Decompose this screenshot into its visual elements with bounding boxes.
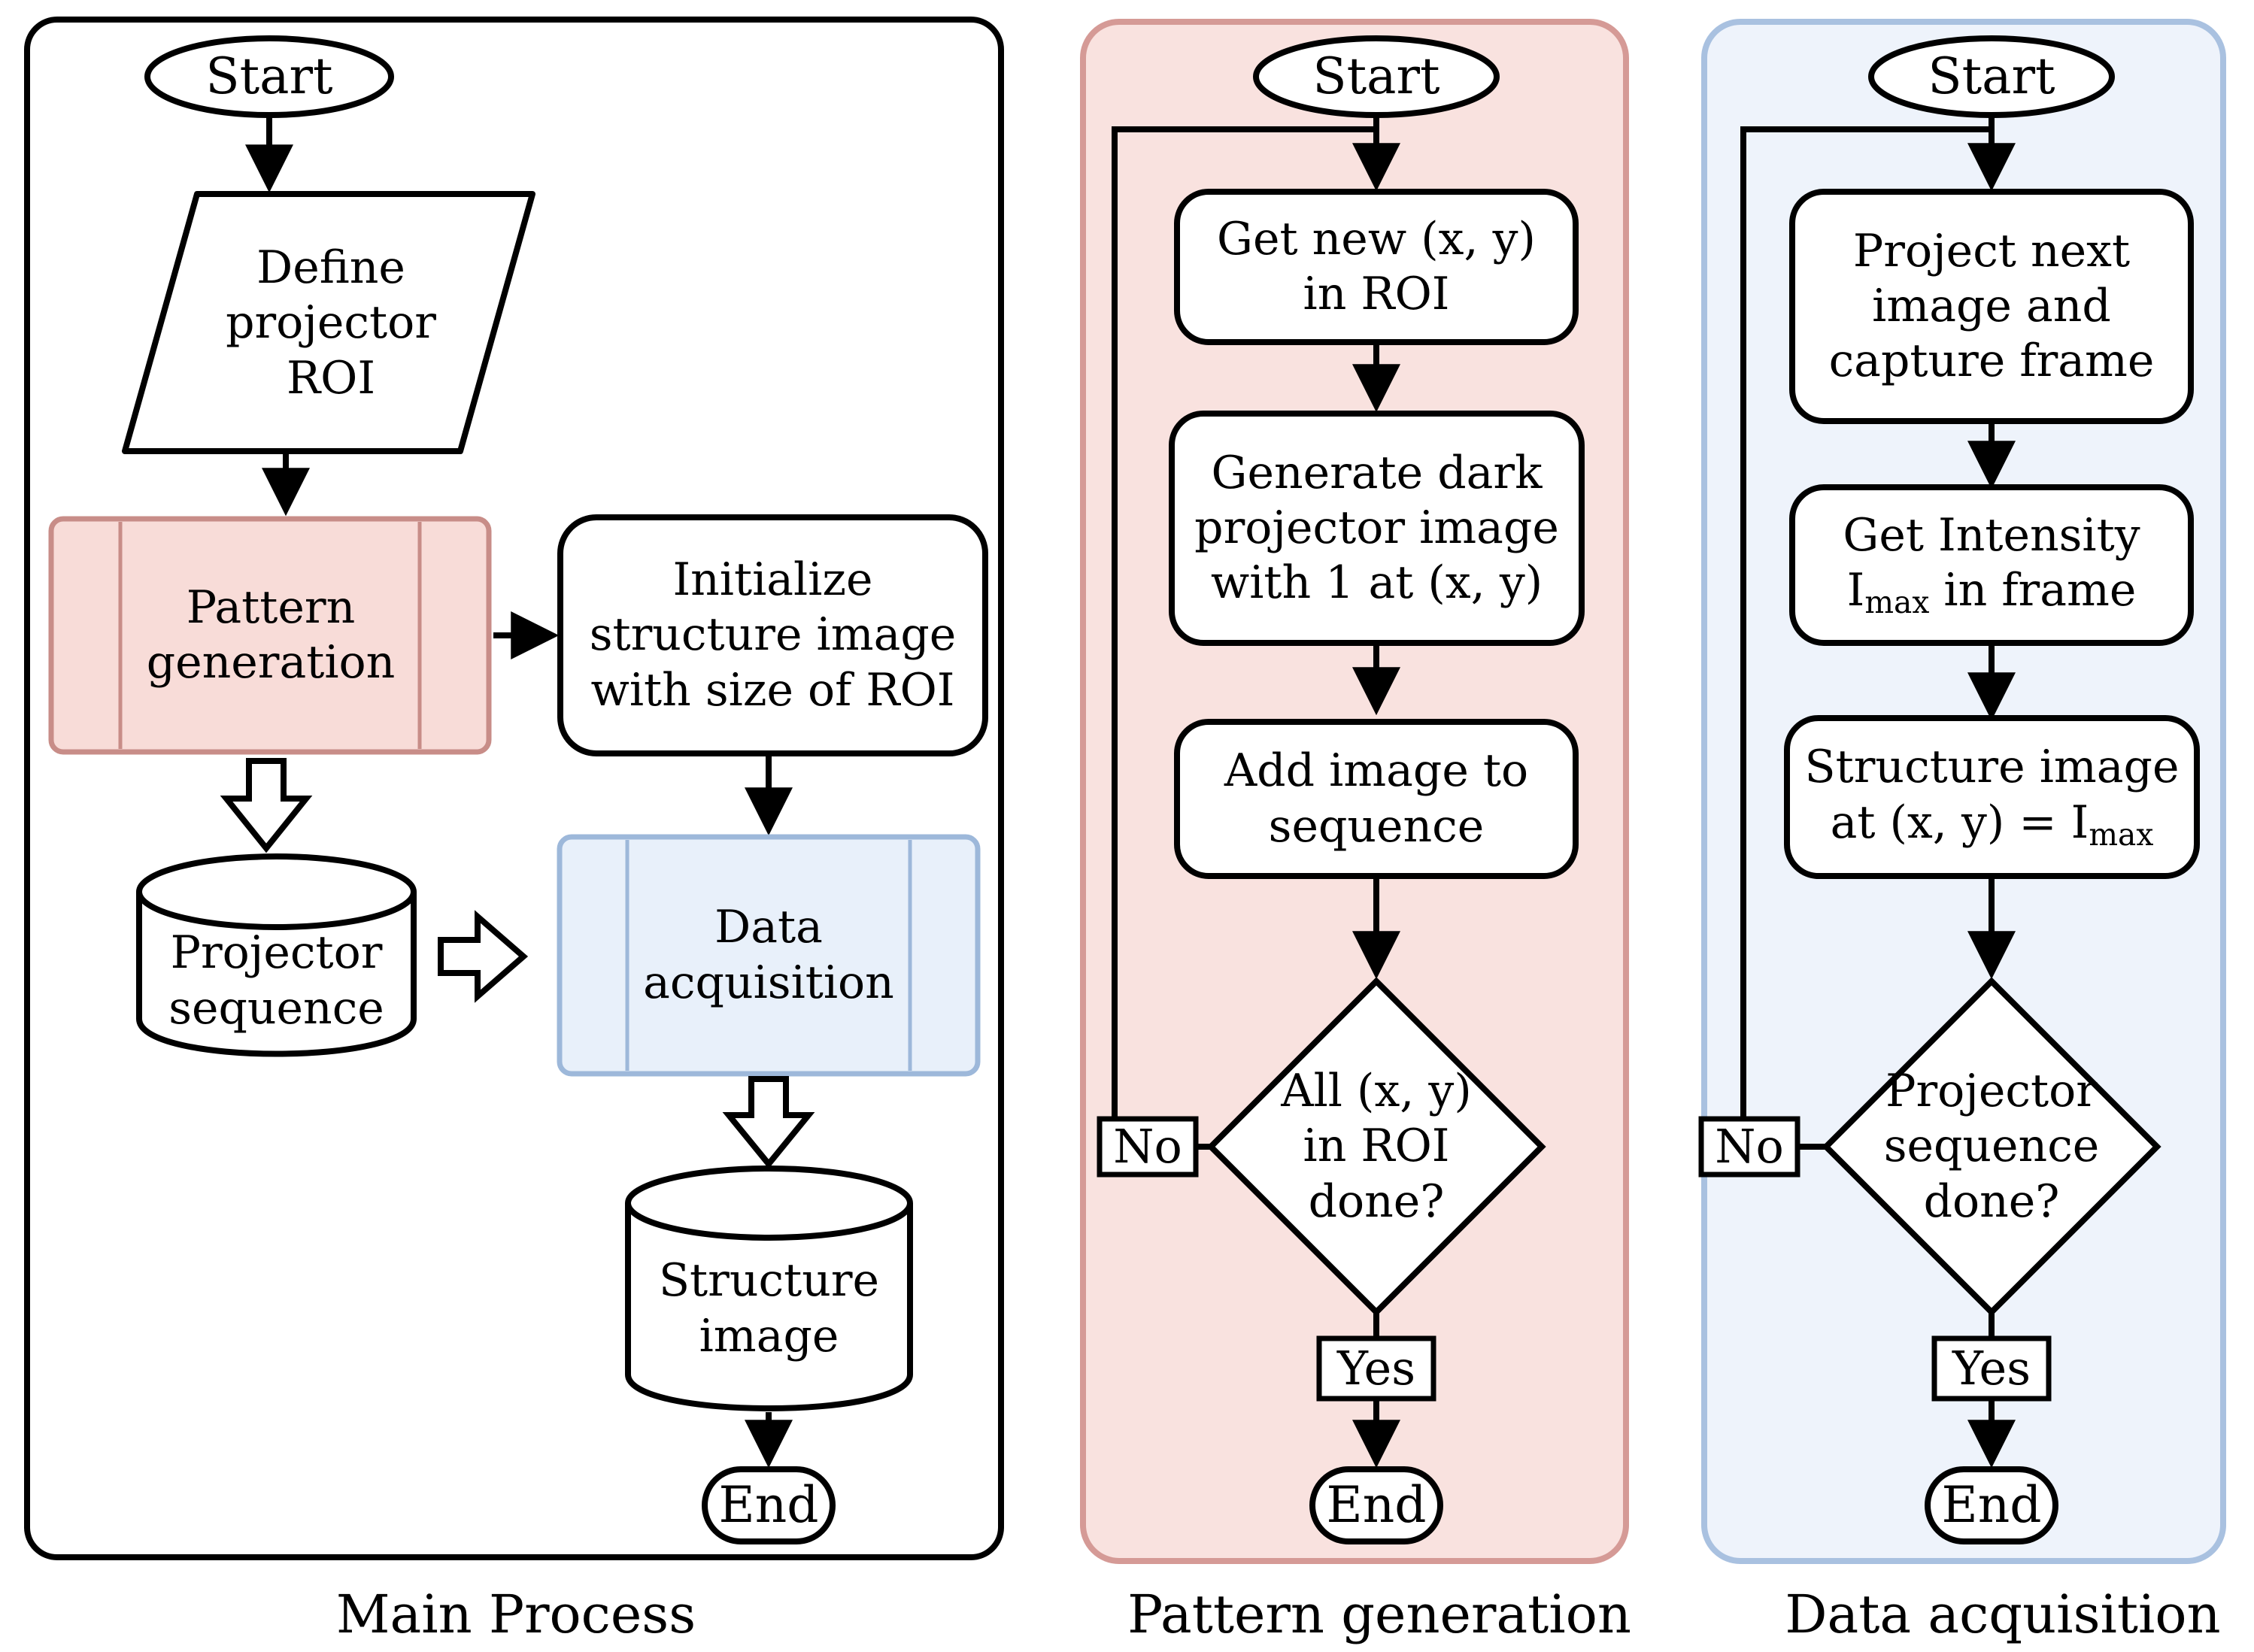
acquisition-no-box	[1698, 1116, 1800, 1178]
acquisition-end-label: End	[1941, 1475, 2042, 1534]
add-image-node	[1174, 719, 1579, 879]
structure-at-label: Structure image at (x, y) = Imax	[1787, 718, 2197, 876]
pattern-decision-diamond	[1206, 977, 1546, 1317]
data-acquisition-node	[557, 834, 981, 1077]
imax-subscript: max	[1864, 584, 1930, 621]
pattern-start-label: Start	[1312, 47, 1440, 105]
generate-dark-node	[1169, 411, 1585, 646]
main-process-connectors	[245, 116, 793, 1469]
structure-at-node	[1784, 715, 2200, 879]
pattern-yes-box	[1316, 1335, 1436, 1402]
project-next-node	[1789, 189, 2194, 424]
initialize-node	[557, 514, 988, 756]
acquisition-no-label: No	[1715, 1119, 1784, 1175]
acquisition-decision-diamond	[1822, 977, 2161, 1317]
acquisition-yes-label: Yes	[1952, 1341, 2031, 1396]
get-intensity-line2: Imax in frame	[1846, 564, 2137, 621]
main-end-label: End	[718, 1475, 819, 1534]
block-arrow-dataacq-to-structure	[722, 1076, 815, 1169]
structure-image-label: Structure image	[658, 1254, 880, 1363]
initialize-label: Initialize structure image with size of …	[589, 553, 957, 717]
pattern-generation-caption: Pattern generation	[1127, 1583, 1631, 1645]
main-start-terminal	[144, 35, 394, 118]
pattern-start-terminal	[1253, 35, 1500, 118]
acquisition-decision-label: Projector sequence done?	[1883, 1065, 2100, 1228]
acquisition-yes-box	[1931, 1335, 2052, 1402]
pattern-no-label: No	[1113, 1119, 1182, 1175]
data-acquisition-label: Data acquisition	[643, 901, 894, 1009]
define-roi-parallelogram	[122, 191, 535, 454]
block-arrow-pattern-to-sequence	[220, 758, 313, 853]
pattern-yes-label: Yes	[1336, 1341, 1416, 1396]
pattern-generation-label: Pattern generation	[146, 580, 396, 689]
structure-at-line1: Structure image	[1804, 741, 2180, 794]
get-new-xy-node	[1174, 189, 1579, 345]
no-feedback-line	[1740, 126, 1992, 1117]
generate-dark-label: Generate dark projector image with 1 at …	[1194, 446, 1559, 610]
get-intensity-line1: Get Intensity	[1843, 508, 2140, 562]
project-next-label: Project next image and capture frame	[1828, 224, 2155, 388]
acquisition-start-label: Start	[1928, 47, 2055, 105]
structure-at-line2: at (x, y) = Imax	[1830, 796, 2154, 853]
data-acquisition-caption: Data acquisition	[1785, 1583, 2221, 1645]
projector-sequence-cylinder	[136, 853, 417, 1057]
pattern-end-label: End	[1326, 1475, 1427, 1534]
imax-subscript: max	[2089, 816, 2154, 853]
get-intensity-label: Get Intensity Imax in frame	[1792, 487, 2191, 643]
pattern-end-terminal	[1309, 1466, 1443, 1544]
add-image-label: Add image to sequence	[1224, 744, 1529, 853]
structure-image-cylinder	[625, 1165, 913, 1411]
main-end-terminal	[702, 1466, 836, 1544]
acquisition-end-terminal	[1925, 1466, 2058, 1544]
main-process-caption: Main Process	[335, 1583, 696, 1645]
main-start-label: Start	[205, 47, 333, 105]
no-feedback-line	[1112, 126, 1376, 1117]
pattern-no-box	[1097, 1116, 1199, 1178]
acquisition-connectors	[1740, 116, 2016, 1469]
pattern-generation-node	[48, 516, 492, 755]
pattern-decision-label: All (x, y) in ROI done?	[1281, 1065, 1472, 1228]
get-new-xy-label: Get new (x, y) in ROI	[1217, 212, 1536, 320]
block-arrow-sequence-to-dataacq	[438, 910, 529, 1003]
define-roi-label: Define projector ROI	[226, 241, 436, 405]
acquisition-start-terminal	[1868, 35, 2115, 118]
get-intensity-node	[1789, 484, 2194, 646]
projector-sequence-label: Projector sequence	[168, 926, 384, 1035]
